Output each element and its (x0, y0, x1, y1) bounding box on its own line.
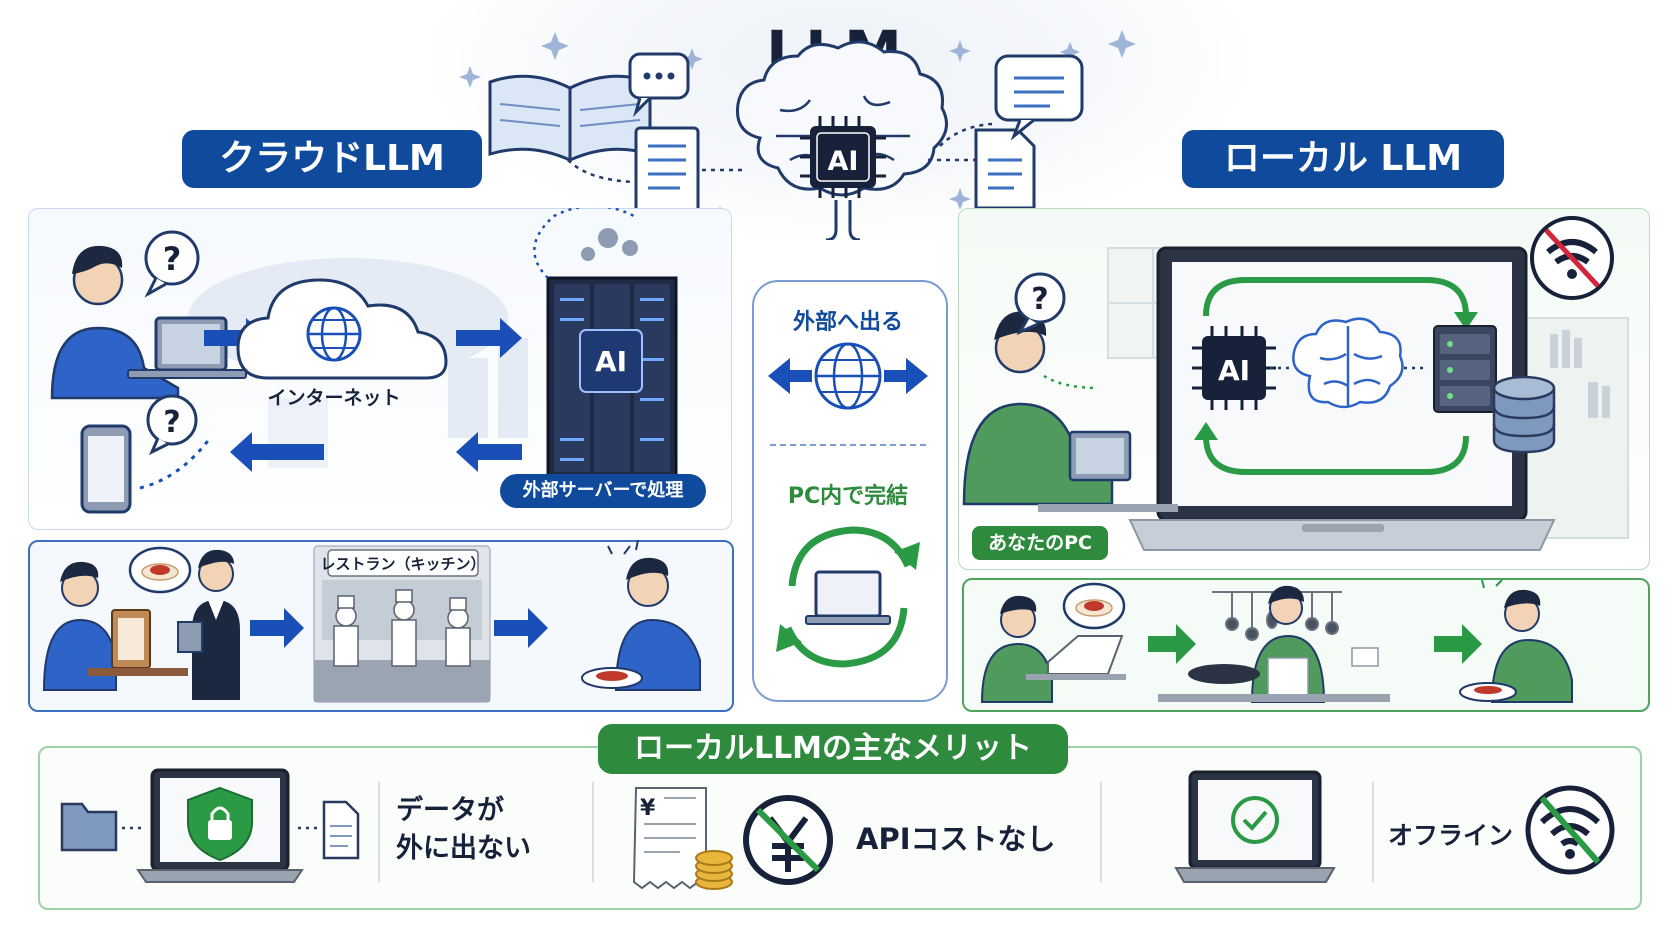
middle-divider (770, 444, 926, 446)
chat-bubble-icon-right (994, 54, 1084, 141)
local-flow-illustration: AI ? (962, 216, 1629, 551)
person-with-laptop-icon (50, 245, 247, 400)
question-bubble-icon (144, 230, 200, 456)
brain-chip-label: AI (827, 146, 859, 177)
kitchen-scene-icon (313, 545, 491, 703)
your-pc-label: あなたのPC (972, 526, 1108, 560)
benefits-heading: ローカルLLMの主なメリット (598, 724, 1068, 774)
cloud-llm-heading: クラウドLLM (182, 130, 482, 188)
receipt-yen-symbol: ¥ (640, 796, 656, 821)
customer-eating-icon (581, 540, 701, 691)
local-question-bubble-icon (1014, 272, 1066, 336)
document-icon-right (974, 128, 1036, 210)
local-question-mark: ? (1031, 282, 1048, 317)
restaurant-illustration: レストラン（キッチン） (42, 540, 701, 703)
llm-hero-illustration (459, 30, 1136, 240)
home-person-eating-icon (1459, 579, 1573, 703)
benefit-data-line2: 外に出ない (396, 833, 531, 864)
ai-chip-icon (800, 116, 886, 198)
smartphone-icon (80, 424, 132, 514)
benefit-api-cost-label: APIコストなし (856, 822, 1056, 856)
restaurant-flow-arrows (250, 608, 548, 648)
no-yen-icon (632, 787, 833, 890)
cloud-flow-illustration: ? ? AI インターネット (50, 208, 678, 514)
shield-lock-icon (60, 768, 360, 883)
customer-ordering-icon (42, 561, 188, 691)
brain-icon (735, 40, 948, 240)
cycle-laptop-icon (776, 526, 920, 668)
local-server-icon (1433, 325, 1497, 413)
benefit-divider-2 (592, 782, 594, 882)
globe-arrows-icon (768, 342, 928, 410)
benefit-data-label: データが 外に出ない (396, 792, 531, 868)
benefit-offline-label: オフライン (1388, 821, 1514, 850)
external-server-label: 外部サーバーで処理 (500, 474, 706, 508)
small-brain-icon (1292, 317, 1404, 409)
chat-bubble-icon (628, 52, 690, 118)
stays-in-pc-label: PC内で完結 (787, 484, 909, 509)
waiter-icon (177, 549, 240, 700)
home-cooking-illustration (980, 579, 1573, 703)
no-wifi-icon (1530, 216, 1614, 300)
internet-label: インターネット (267, 387, 400, 409)
question-mark-1: ? (163, 240, 182, 278)
benefit-data-line1: データが (396, 795, 504, 826)
book-icon (488, 74, 652, 163)
window-background (1107, 247, 1629, 539)
home-cook-icon (1158, 585, 1390, 703)
goes-outside-label: 外部へ出る (792, 310, 903, 335)
offline-laptop-check-icon (1174, 770, 1336, 883)
benefit-divider-1 (378, 782, 380, 882)
home-flow-arrows (1148, 624, 1482, 664)
local-person-icon (962, 311, 1178, 512)
benefit-divider-3 (1100, 782, 1102, 882)
database-icon (1492, 375, 1556, 454)
home-person-ordering-icon (980, 595, 1126, 703)
server-rack-icon (533, 208, 678, 480)
server-ai-label: AI (595, 345, 627, 378)
internet-cloud-icon (236, 278, 448, 380)
restaurant-label: レストラン（キッチン） (320, 555, 485, 573)
food-bubble-icon (128, 546, 192, 594)
cycle-arrows (1203, 277, 1469, 475)
benefit-divider-4 (1372, 782, 1374, 882)
offline-no-wifi-icon (1525, 785, 1615, 875)
local-ai-label: AI (1218, 354, 1250, 387)
bookshelf-background (1550, 330, 1610, 418)
question-mark-2: ? (163, 405, 180, 440)
document-icon (634, 126, 700, 214)
home-food-bubble-icon (1062, 582, 1126, 630)
local-llm-heading: ローカル LLM (1182, 130, 1504, 188)
